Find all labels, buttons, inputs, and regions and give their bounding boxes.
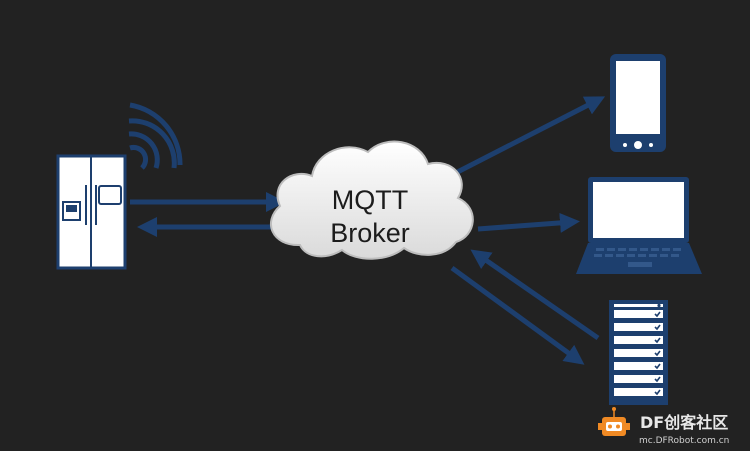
arrow-broker-to-server — [450, 265, 585, 365]
smartphone-icon — [610, 54, 666, 152]
watermark-brand: DF创客社区 — [640, 413, 728, 432]
arrow-server-to-broker — [470, 249, 600, 341]
broker-label-line1: MQTT — [332, 185, 408, 215]
broker-label-line2: Broker — [330, 218, 410, 248]
laptop-icon — [576, 177, 702, 274]
server-rack-icon — [609, 300, 668, 405]
arrow-broker-to-phone — [436, 96, 606, 185]
arrow-broker-to-laptop — [477, 212, 580, 233]
wifi-signal-icon — [128, 102, 183, 170]
broker-cloud — [269, 140, 474, 260]
refrigerator-icon — [56, 154, 127, 270]
dfrobot-logo-icon — [598, 407, 630, 436]
watermark-url: mc.DFRobot.com.cn — [639, 436, 729, 446]
